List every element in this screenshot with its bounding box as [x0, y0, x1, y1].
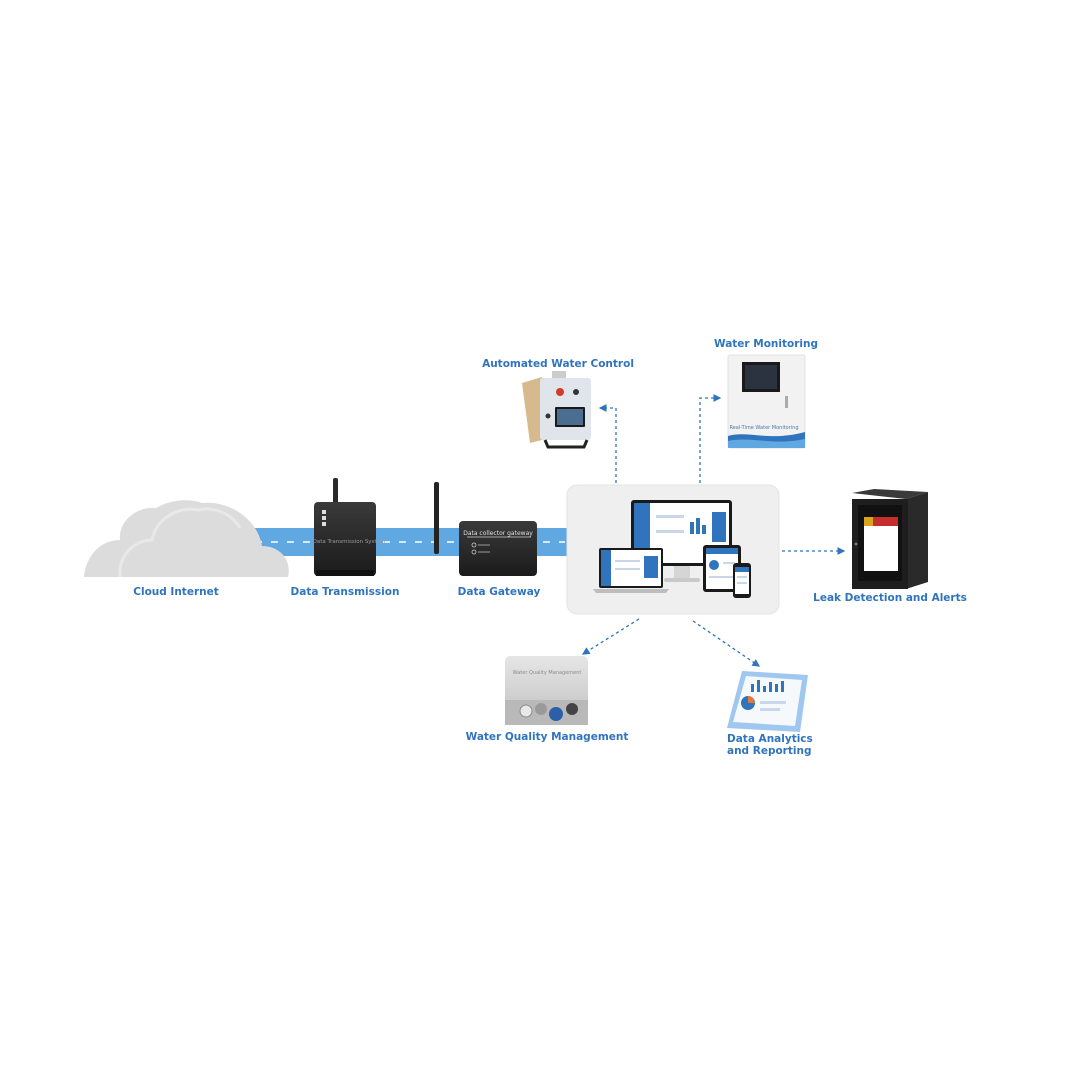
connector-to-monitoring: [699, 394, 722, 483]
label-water-quality: Water Quality Management: [465, 731, 629, 743]
label-data-analytics-line2: and Reporting: [727, 745, 812, 757]
alarm-cabinet-icon: [852, 489, 928, 589]
quality-box-text: Water Quality Management: [513, 670, 582, 676]
label-water-monitoring: Water Monitoring: [713, 338, 819, 350]
label-data-transmission: Data Transmission: [290, 586, 400, 598]
label-data-analytics-line1: Data Analytics: [727, 733, 813, 745]
monitoring-panel-text: Real-Time Water Monitoring: [729, 425, 798, 431]
label-automated-water-control: Automated Water Control: [482, 358, 634, 370]
report-chart-icon: [727, 671, 808, 732]
transmitter-device-icon: Data Transmission System: [313, 478, 386, 576]
transmission-box-text: Data Transmission System: [313, 539, 386, 545]
monitoring-panel-icon: Real-Time Water Monitoring: [727, 354, 806, 449]
connector-to-analytics: [692, 620, 761, 667]
control-panel-icon: [522, 371, 591, 449]
label-leak-detection: Leak Detection and Alerts: [813, 592, 967, 604]
connector-to-control: [598, 404, 617, 483]
cloud-icon: [84, 500, 289, 578]
connector-to-quality: [581, 618, 640, 655]
connector-lines: [581, 394, 846, 667]
label-cloud-internet: Cloud Internet: [133, 586, 219, 598]
label-data-gateway: Data Gateway: [457, 586, 541, 598]
multi-device-dashboard-icon: [566, 484, 780, 615]
gateway-device-icon: Data collector gateway: [434, 482, 537, 576]
gateway-box-text: Data collector gateway: [463, 530, 533, 537]
sensor-box-icon: Water Quality Management: [505, 656, 588, 725]
